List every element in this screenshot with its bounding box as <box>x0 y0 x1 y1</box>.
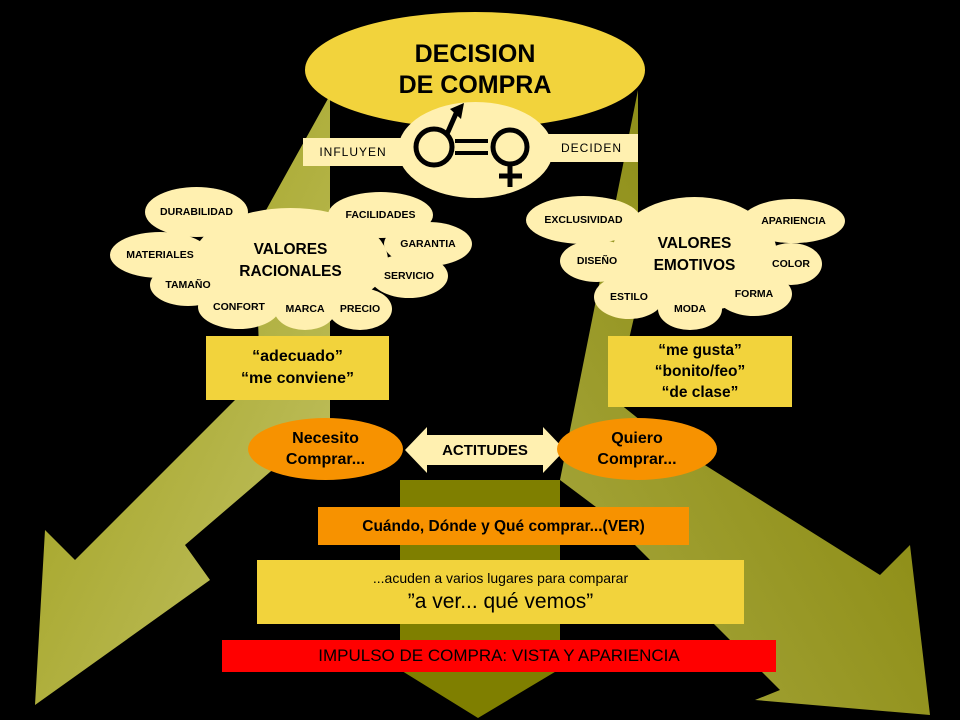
rational-item-tamano: TAMAÑO <box>150 264 226 306</box>
value-label: SERVICIO <box>384 270 434 282</box>
value-label: CONFORT <box>213 301 265 313</box>
emotional-quote-text: “me gusta” “bonito/feo” “de clase” <box>654 342 746 401</box>
emotional-item-exclusividad: EXCLUSIVIDAD <box>526 196 641 244</box>
deciden-label: DECIDEN <box>560 141 622 155</box>
emotional-item-diseno: DISEÑO <box>560 240 634 282</box>
male-symbol-icon <box>413 107 461 168</box>
value-label: FACILIDADES <box>345 209 416 221</box>
value-label: FORMA <box>734 288 774 300</box>
emotional-item-estilo: ESTILO <box>594 275 664 319</box>
value-label: DURABILIDAD <box>160 206 233 218</box>
compare-line1: ...acuden a varios lugares para comparar <box>372 570 629 586</box>
emotional-item-forma: FORMA <box>716 272 792 316</box>
impulse-bar: IMPULSO DE COMPRA: VISTA Y APARIENCIA <box>222 640 776 672</box>
rational-title-text: VALORES RACIONALES <box>239 240 342 280</box>
value-label: APARIENCIA <box>761 215 826 227</box>
value-label: COLOR <box>772 258 810 270</box>
deciden-tag: DECIDEN <box>545 134 638 162</box>
title-line1: DECISION <box>414 40 536 68</box>
rational-quote-box: “adecuado” “me conviene” <box>206 336 389 400</box>
value-label: PRECIO <box>339 303 381 315</box>
rational-item-marca: MARCA <box>274 288 336 330</box>
impulse-text: IMPULSO DE COMPRA: VISTA Y APARIENCIA <box>318 646 680 665</box>
gender-symbols <box>413 103 530 187</box>
influyen-label: INFLUYEN <box>319 145 387 159</box>
need-to-buy-text: Necesito Comprar... <box>285 430 366 468</box>
rational-quote-text: “adecuado” “me conviene” <box>241 348 354 387</box>
equal-sign-icon <box>455 139 488 155</box>
attitudes-double-arrow <box>405 427 565 473</box>
value-label: MODA <box>673 303 707 315</box>
want-to-buy-ellipse: Quiero Comprar... <box>557 418 717 480</box>
attitudes-text: ACTITUDES <box>442 441 528 459</box>
emotional-quote-box: “me gusta” “bonito/feo” “de clase” <box>608 336 792 407</box>
value-label: MATERIALES <box>126 249 194 261</box>
right-arrow <box>560 90 930 715</box>
rational-item-durabilidad: DURABILIDAD <box>145 187 248 237</box>
want-to-buy-text: Quiero Comprar... <box>597 430 677 468</box>
attitudes-label: ACTITUDES <box>425 435 545 465</box>
title-line2: DE COMPRA <box>398 71 552 99</box>
compare-line2: ”a ver... qué vemos” <box>407 590 594 613</box>
value-label: DISEÑO <box>576 255 618 267</box>
emotional-item-moda: MODA <box>658 288 722 330</box>
value-label: ESTILO <box>610 291 648 303</box>
rational-item-servicio: SERVICIO <box>370 254 448 298</box>
need-to-buy-ellipse: Necesito Comprar... <box>248 418 403 480</box>
value-label: EXCLUSIVIDAD <box>544 214 623 226</box>
rational-item-confort: CONFORT <box>198 285 280 329</box>
female-symbol-icon <box>490 127 530 187</box>
decision-title: DECISION DE COMPRA <box>305 12 645 128</box>
when-where-text: Cuándo, Dónde y Qué comprar...(VER) <box>362 517 645 535</box>
male-arrowhead-icon <box>450 103 464 119</box>
value-label: GARANTIA <box>400 238 456 250</box>
influyen-tag: INFLUYEN <box>303 138 403 166</box>
emotional-title-text: VALORES EMOTIVOS <box>653 234 736 274</box>
emotional-item-color: COLOR <box>760 243 822 285</box>
value-label: TAMAÑO <box>165 279 211 291</box>
emotional-item-apariencia: APARIENCIA <box>742 199 845 243</box>
rational-item-precio: PRECIO <box>328 288 392 330</box>
value-label: MARCA <box>285 303 325 315</box>
compare-box: ...acuden a varios lugares para comparar… <box>257 560 744 624</box>
attitudes-arrow-shape <box>405 427 565 473</box>
when-where-box: Cuándo, Dónde y Qué comprar...(VER) <box>318 507 689 545</box>
